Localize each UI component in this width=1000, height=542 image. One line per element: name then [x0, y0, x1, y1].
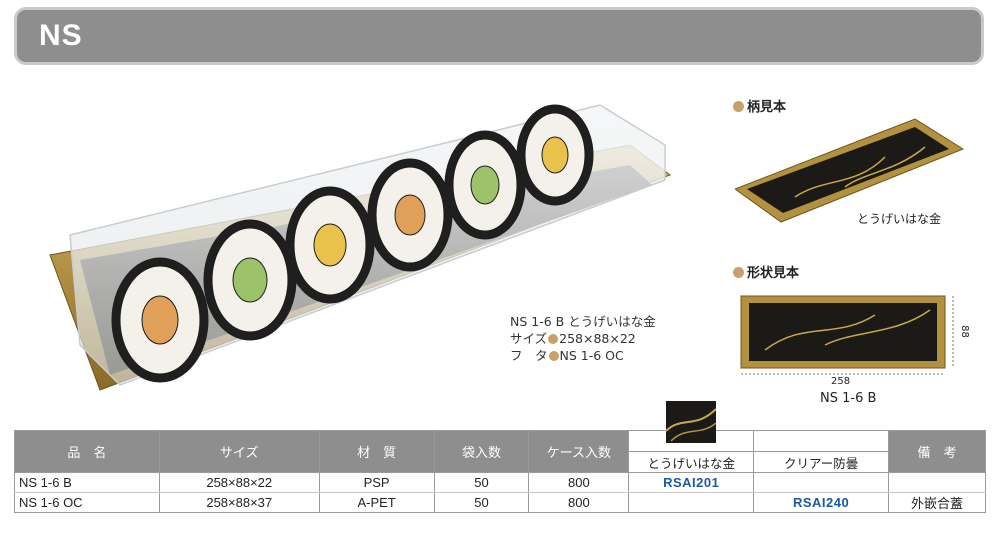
- sushi-rolls: [111, 104, 594, 383]
- table-row: NS 1-6 B 258×88×22 PSP 50 800 RSAI201: [14, 472, 986, 493]
- th-clear-antifog: クリアー防曇: [753, 451, 890, 473]
- product-spec: NS 1-6 B とうげいはな金 サイズ 258×88×22 フ タ NS 1-6 …: [510, 313, 656, 364]
- th-size: サイズ: [158, 430, 320, 473]
- th-gold: とうげいはな金: [628, 451, 755, 473]
- spec-lid: フ タ NS 1-6 OC: [510, 347, 656, 364]
- spec-size-value: 258×88×22: [559, 331, 636, 346]
- spec-lid-value: NS 1-6 OC: [559, 348, 624, 363]
- th-name: 品 名: [14, 430, 160, 473]
- shape-sample-caption: NS 1-6 B: [820, 391, 877, 406]
- pattern-sample-image: [735, 118, 965, 223]
- spec-size-label: サイズ: [510, 331, 548, 346]
- shape-sample-heading: 形状見本: [733, 262, 799, 281]
- shape-width-label: 258: [831, 376, 851, 387]
- bullet-dot-icon: [733, 101, 744, 112]
- spec-lid-label: フ タ: [510, 348, 548, 363]
- product-photo: [49, 104, 672, 391]
- th-swatch-clear: [753, 430, 890, 452]
- code-clear: RSAI240: [753, 492, 890, 513]
- spec-name: NS 1-6 B とうげいはな金: [510, 314, 656, 329]
- product-table: 品 名 サイズ 材 質 袋入数 ケース入数 備 考 とうげいはな金 クリアー防曇…: [14, 401, 986, 513]
- bullet-dot-icon: [548, 334, 559, 344]
- th-material: 材 質: [318, 430, 435, 473]
- th-bag-qty: 袋入数: [433, 430, 530, 473]
- spec-size: サイズ 258×88×22: [510, 330, 656, 347]
- th-case-qty: ケース入数: [528, 430, 630, 473]
- bullet-dot-icon: [548, 351, 559, 361]
- shape-sample-image: [740, 295, 954, 375]
- th-notes: 備 考: [888, 430, 986, 473]
- gold-swatch-icon: [666, 401, 717, 443]
- table-row: NS 1-6 OC 258×88×37 A-PET 50 800 RSAI240…: [14, 492, 986, 513]
- pattern-sample-caption: とうげいはな金: [857, 212, 942, 226]
- bullet-dot-icon: [733, 267, 744, 278]
- page-title: NS: [39, 19, 83, 52]
- th-swatch-gold: [628, 401, 755, 452]
- title-bar: NS: [14, 7, 984, 65]
- code-gold: RSAI201: [628, 472, 755, 493]
- pattern-sample-heading: 柄見本: [733, 96, 786, 115]
- shape-height-label: 88: [958, 325, 970, 338]
